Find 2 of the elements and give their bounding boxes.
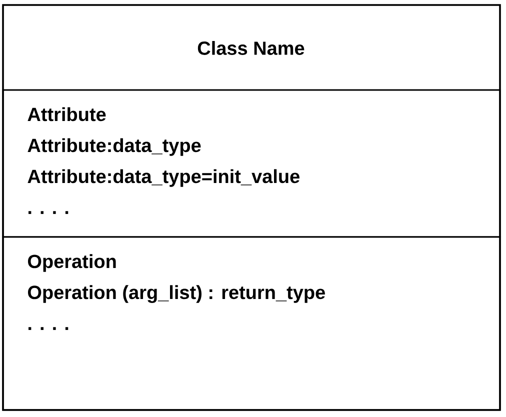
- compartment-box: Attribute Attribute:data_type Attribute:data_type=init_value . . . .: [2, 89, 501, 238]
- compartment-box: Operation Operation (arg_list) : return_type . . . .: [2, 236, 501, 411]
